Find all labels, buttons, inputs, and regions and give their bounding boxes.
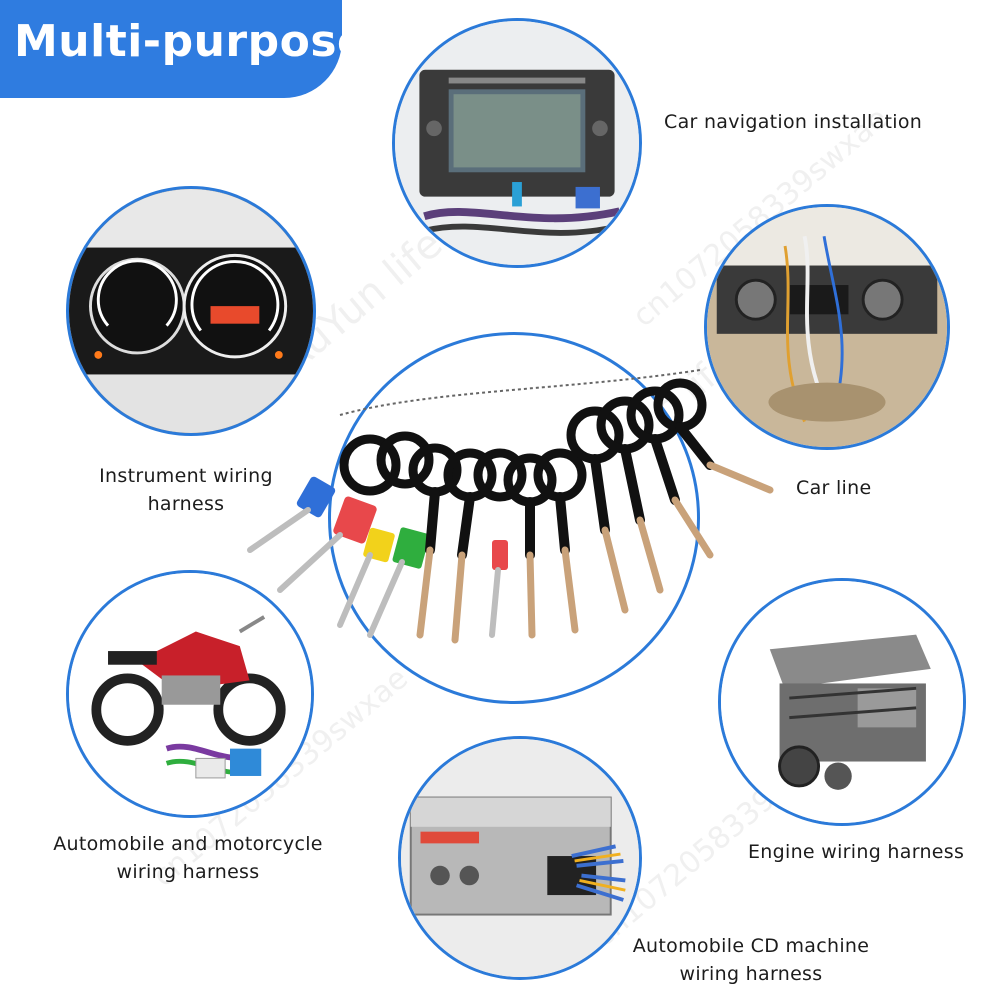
car-navigation-image bbox=[392, 18, 642, 268]
label-text: Automobile CD machine bbox=[632, 935, 870, 957]
label-text: harness bbox=[147, 493, 225, 515]
cd-machine-image bbox=[398, 736, 642, 980]
label-text: Engine wiring harness bbox=[748, 841, 965, 863]
banner-title: Multi-purpose bbox=[14, 16, 368, 67]
label-text: Car navigation installation bbox=[664, 111, 923, 133]
label-engine: Engine wiring harness bbox=[748, 838, 964, 866]
car-line-image bbox=[704, 204, 950, 450]
label-text: Car line bbox=[796, 477, 872, 499]
instrument-cluster-image bbox=[66, 186, 316, 436]
label-text: Instrument wiring bbox=[99, 465, 273, 487]
label-instrument: Instrument wiring harness bbox=[86, 462, 286, 518]
label-automobile-motorcycle: Automobile and motorcycle wiring harness bbox=[38, 830, 338, 886]
motorcycle-image bbox=[66, 570, 314, 818]
label-text: wiring harness bbox=[116, 861, 260, 883]
label-car-navigation: Car navigation installation bbox=[664, 108, 922, 136]
label-text: Automobile and motorcycle bbox=[53, 833, 323, 855]
label-text: wiring harness bbox=[679, 963, 823, 985]
label-car-line: Car line bbox=[796, 474, 871, 502]
label-cd-machine: Automobile CD machine wiring harness bbox=[616, 932, 886, 988]
title-banner: Multi-purpose bbox=[0, 0, 367, 98]
engine-image bbox=[718, 578, 966, 826]
terminal-removal-tools-image bbox=[247, 369, 774, 644]
